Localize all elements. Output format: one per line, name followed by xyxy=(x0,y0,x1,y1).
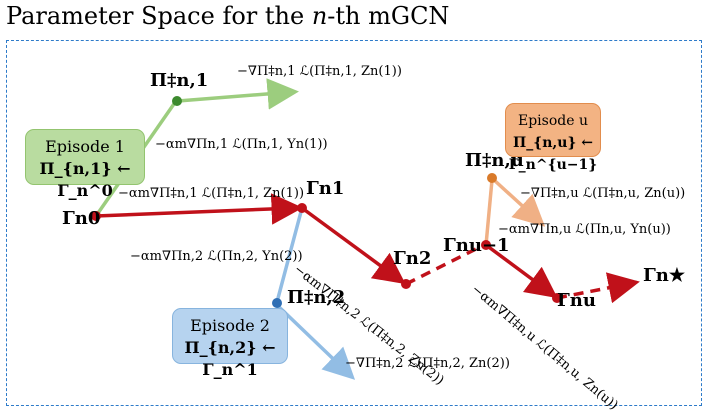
node-piu-label: Π‡n,u xyxy=(465,150,524,171)
label-alpha-pi2-y: −αm∇Πn,2 ℒ(Πn,2, Yn(2)) xyxy=(130,249,303,264)
arrow-gamma1-to-gamma2 xyxy=(300,206,406,285)
node-gamma2-dot xyxy=(401,279,411,289)
node-gamma0-dot xyxy=(91,211,101,221)
node-pi2-label: Π‡n,2 xyxy=(287,287,346,308)
node-pi1-label: Π‡n,1 xyxy=(150,70,209,91)
node-gammastar-label: Γn★ xyxy=(643,265,686,286)
arrow-piu-grad xyxy=(492,178,546,227)
episode-1-box: Episode 1 Π_{n,1} ← Γ_n^0 xyxy=(25,129,145,200)
episode-1-label: Episode 1 xyxy=(45,137,125,156)
episode-u-box: Episode u Π_{n,u} ← Γ_n^{u−1} xyxy=(505,103,601,173)
arrow-gamma2-to-gammau1-dashed xyxy=(405,244,483,286)
label-alpha-pi1-z: −αm∇Π‡n,1 ℒ(Π‡n,1, Zn(1)) xyxy=(118,186,305,201)
page-title: Parameter Space for the n-th mGCN xyxy=(6,2,450,30)
node-gamma1-label: Γn1 xyxy=(306,178,345,199)
node-gammau1-label: Γnu−1 xyxy=(443,235,510,256)
episode-2-label: Episode 2 xyxy=(190,316,270,335)
node-pi2-dot xyxy=(272,298,282,308)
arrow-pi2-grad xyxy=(275,303,356,380)
node-pi1-dot xyxy=(172,96,182,106)
arrow-gammau1-to-piu xyxy=(484,179,494,246)
node-gammau-label: Γnu xyxy=(557,290,596,311)
label-grad-pi2-z: −∇Π‡n,2 ℒ(Π‡n,2, Zn(2)) xyxy=(345,356,510,371)
label-grad-piu-z: −∇Π‡n,u ℒ(Π‡n,u, Zn(u)) xyxy=(520,186,686,201)
arrow-gammau1-to-gammau xyxy=(484,243,558,299)
parameter-space-frame xyxy=(6,40,702,406)
arrow-gamma0-to-gamma1 xyxy=(95,193,303,225)
node-piu-dot xyxy=(487,173,497,183)
node-gamma2-label: Γn2 xyxy=(393,248,432,269)
label-alpha-piu-y: −αm∇Πn,u ℒ(Πn,u, Yn(u)) xyxy=(498,222,671,237)
episode-2-box: Episode 2 Π_{n,2} ← Γ_n^1 xyxy=(172,308,288,379)
episode-u-label: Episode u xyxy=(518,113,588,129)
arrow-gammau-to-gammastar-dashed xyxy=(556,272,640,304)
node-gammau-dot xyxy=(552,293,562,303)
label-alpha-pi1-y: −αm∇Πn,1 ℒ(Πn,1, Yn(1)) xyxy=(155,137,328,152)
arrow-pi1-grad xyxy=(177,78,299,110)
episode-u-assign: Π_{n,u} ← Γ_n^{u−1} xyxy=(508,135,598,173)
label-grad-pi1-z: −∇Π‡n,1 ℒ(Π‡n,1, Zn(1)) xyxy=(237,64,402,79)
node-gamma1-dot xyxy=(297,203,307,213)
episode-1-assign: Π_{n,1} ← Γ_n^0 xyxy=(39,159,131,200)
episode-2-assign: Π_{n,2} ← Γ_n^1 xyxy=(184,338,276,379)
node-gamma0-label: Γn0 xyxy=(62,208,101,229)
node-gammau1-dot xyxy=(481,240,491,250)
